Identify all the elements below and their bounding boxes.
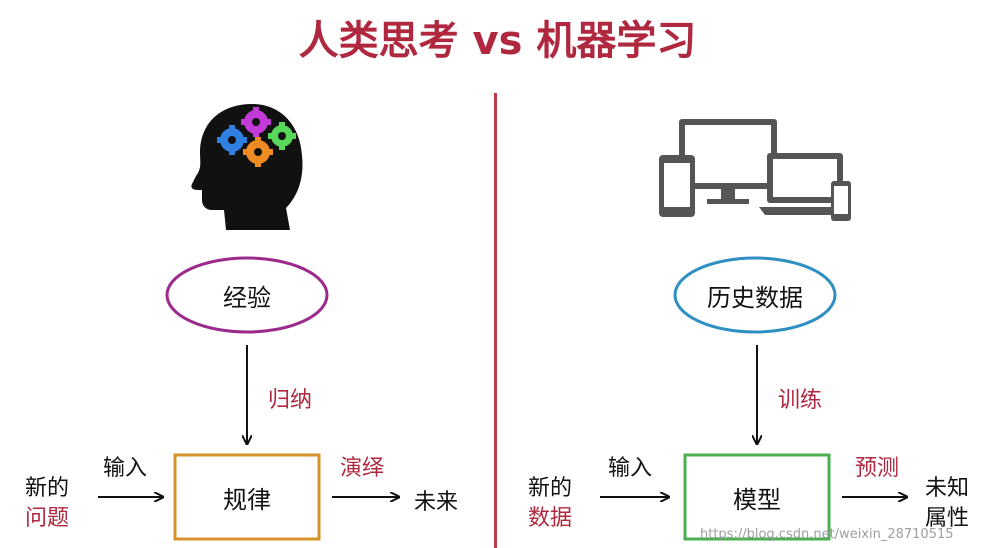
right-model-label: 模型 xyxy=(733,485,781,514)
left-source-label: 经验 xyxy=(223,283,271,312)
left-new-line2: 问题 xyxy=(25,506,70,531)
right-output-line2: 属性 xyxy=(925,506,970,531)
right-output-process-label: 预测 xyxy=(855,456,900,481)
computer-devices-icon xyxy=(659,119,851,221)
center-divider xyxy=(494,93,497,548)
left-model-label: 规律 xyxy=(223,485,271,514)
right-source-label: 历史数据 xyxy=(707,283,803,312)
left-source-ellipse xyxy=(165,256,329,334)
right-new-line2: 数据 xyxy=(528,506,573,531)
left-output-label: 未来 xyxy=(414,490,459,515)
left-process-label: 归纳 xyxy=(268,388,313,413)
right-output-line1: 未知 xyxy=(925,476,970,501)
left-model-box xyxy=(173,453,321,541)
right-process-label: 训练 xyxy=(778,388,823,413)
human-head-gears-icon xyxy=(191,104,303,230)
right-source-ellipse xyxy=(673,256,837,334)
right-input-label: 输入 xyxy=(608,456,653,481)
left-input-label: 输入 xyxy=(103,456,148,481)
watermark-url: https://blog.csdn.net/weixin_28710515 xyxy=(700,527,954,542)
page-title: 人类思考 vs 机器学习 xyxy=(298,18,697,64)
right-new-line1: 新的 xyxy=(528,476,573,501)
left-output-process-label: 演绎 xyxy=(340,456,385,481)
right-model-box xyxy=(683,453,831,541)
left-new-line1: 新的 xyxy=(25,476,70,501)
